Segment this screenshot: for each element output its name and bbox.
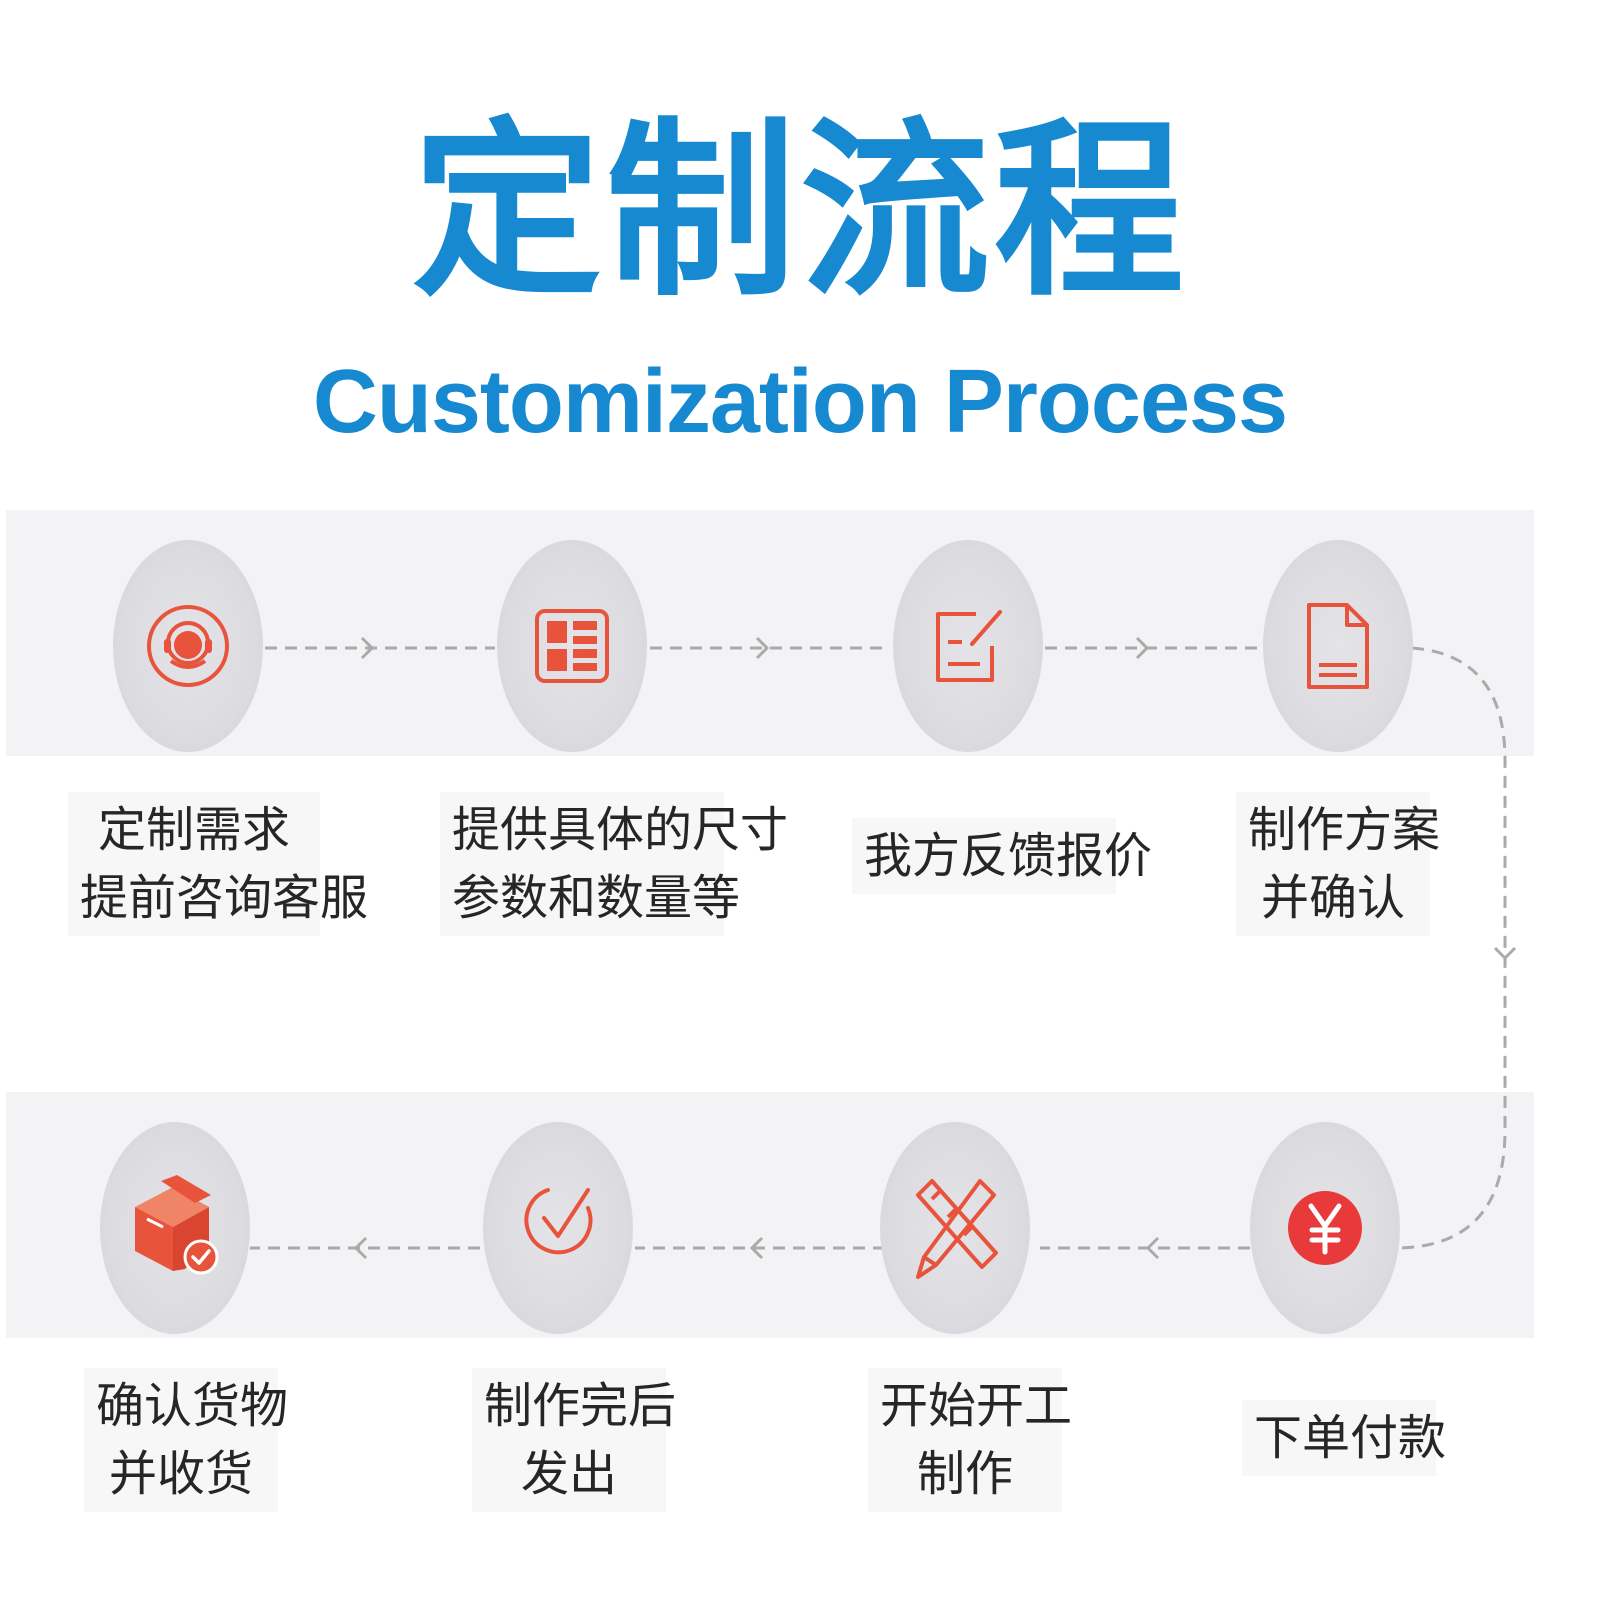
form-layout-icon: [535, 609, 609, 683]
arrow-left-icon: [353, 1236, 368, 1260]
headset-support-icon: [147, 605, 229, 687]
step-8-label: 确认货物并收货: [84, 1368, 288, 1512]
step-6-circle: [880, 1122, 1030, 1334]
edit-quote-icon: [936, 610, 1002, 682]
package-check-icon: [135, 1175, 219, 1275]
step-6-label: 开始开工制作: [868, 1368, 1072, 1512]
step-1-circle: [113, 540, 263, 752]
arrow-left-icon: [1145, 1236, 1160, 1260]
step-3-circle: [893, 540, 1043, 752]
step-1-label: 定制需求提前咨询客服: [68, 792, 368, 936]
arrow-right-icon: [1135, 636, 1150, 660]
step-5-label: 下单付款: [1242, 1400, 1446, 1476]
arrow-left-icon: [749, 1236, 764, 1260]
step-3-label: 我方反馈报价: [852, 818, 1152, 894]
document-icon: [1307, 603, 1369, 689]
step-8-circle: [100, 1122, 250, 1334]
step-5-circle: [1250, 1122, 1400, 1334]
step-2-label: 提供具体的尺寸参数和数量等: [440, 792, 788, 936]
connector-4-5: [1399, 646, 1507, 1250]
check-circle-icon: [524, 1188, 593, 1255]
step-4-circle: [1263, 540, 1413, 752]
yen-payment-icon: [1288, 1191, 1362, 1265]
step-7-label: 制作完后发出: [472, 1368, 676, 1512]
arrow-right-icon: [360, 636, 375, 660]
title-english: Customization Process: [312, 352, 1288, 452]
step-4-label: 制作方案并确认: [1236, 792, 1440, 936]
arrow-down-icon: [1493, 946, 1517, 961]
ruler-pencil-icon: [916, 1179, 998, 1279]
step-7-circle: [483, 1122, 633, 1334]
title-chinese: 定制流程: [411, 101, 1188, 322]
step-2-circle: [497, 540, 647, 752]
arrow-right-icon: [755, 636, 770, 660]
